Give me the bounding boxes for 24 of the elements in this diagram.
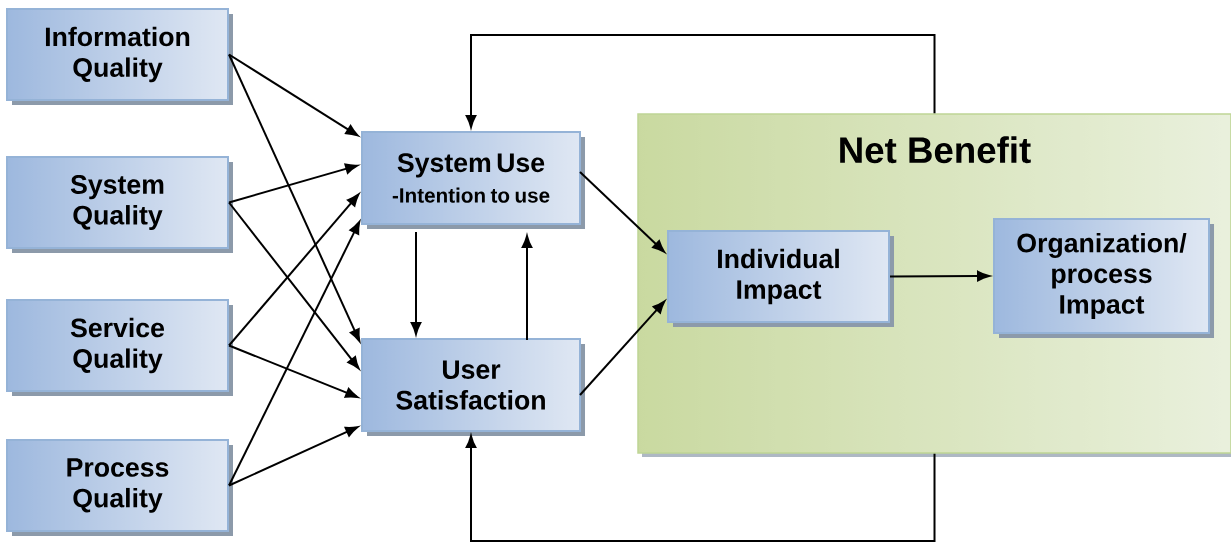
process-box: Individual Impact — [667, 230, 894, 327]
process-box: System Quality — [6, 156, 233, 253]
arrow — [228, 221, 361, 487]
process-box: System Use -Intention to use — [361, 131, 585, 229]
arrow — [465, 435, 936, 542]
arrow — [228, 163, 359, 204]
process-box: User Satisfaction — [361, 338, 585, 436]
arrow — [465, 34, 936, 128]
arrow — [228, 426, 359, 487]
process-box: Process Quality — [6, 439, 233, 536]
group-heading: Net Benefit — [840, 136, 1031, 164]
process-box: Organization/ process Impact — [993, 218, 1214, 338]
arrow — [889, 270, 990, 282]
arrow — [410, 231, 422, 335]
arrow — [228, 344, 359, 398]
arrow — [228, 193, 360, 347]
arrow — [579, 300, 666, 396]
arrow — [521, 235, 533, 341]
arrow — [579, 171, 665, 253]
arrow — [228, 53, 361, 342]
arrow — [228, 53, 359, 137]
process-box: Service Quality — [6, 299, 233, 396]
arrow — [228, 201, 360, 370]
process-box: Information Quality — [6, 8, 233, 105]
